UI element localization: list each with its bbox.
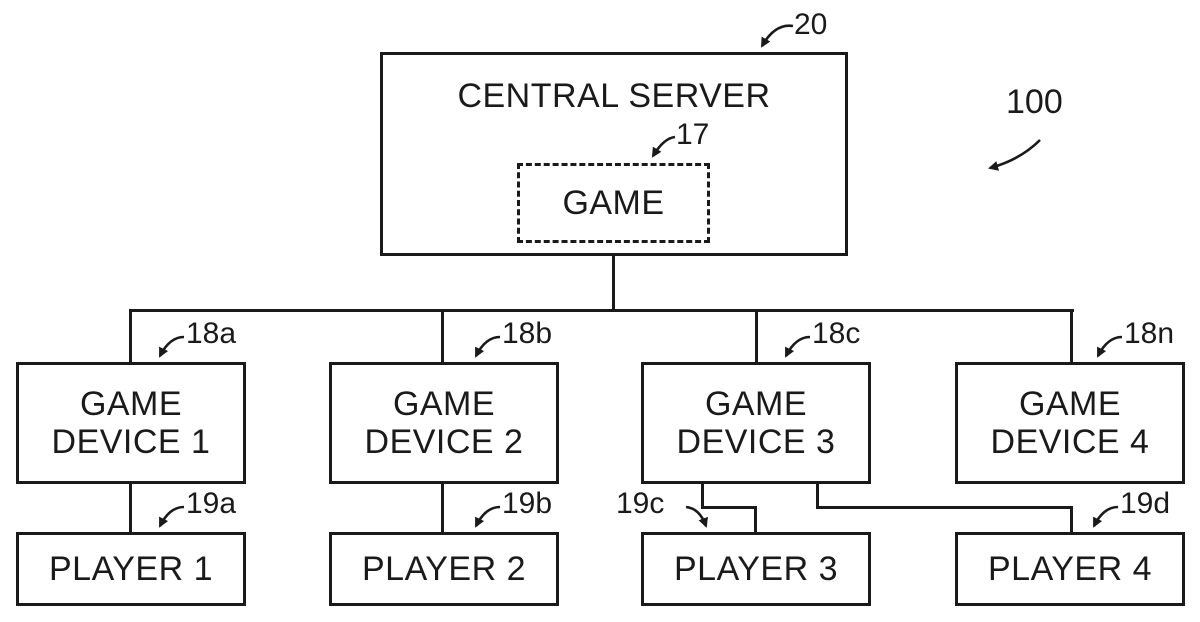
- ref-19b: 19b: [502, 488, 552, 520]
- ref-19d-arrow: [1094, 507, 1118, 526]
- ref-18b-arrow: [476, 337, 500, 356]
- ref-19a-arrow: [160, 507, 184, 526]
- device-3-player-4-line-c: [1070, 506, 1073, 534]
- device-3-player-4-line-a: [816, 482, 819, 509]
- device-3-player-3-line-c: [754, 506, 757, 534]
- player-1-label: PLAYER 1: [49, 550, 213, 588]
- game-device-4-line1: GAME: [1019, 385, 1121, 423]
- player-3-box: PLAYER 3: [641, 532, 871, 606]
- ref-18n: 18n: [1124, 318, 1174, 350]
- game-device-2-box: GAME DEVICE 2: [329, 362, 559, 484]
- game-device-3-line2: DEVICE 3: [677, 423, 836, 461]
- ref-18c-arrow: [786, 337, 810, 356]
- ref-18b: 18b: [502, 318, 552, 350]
- ref-17: 17: [676, 119, 709, 151]
- player-2-box: PLAYER 2: [329, 532, 559, 606]
- game-device-3-box: GAME DEVICE 3: [641, 362, 871, 484]
- game-device-3-line1: GAME: [705, 385, 807, 423]
- ref-18a: 18a: [186, 318, 236, 350]
- ref-20: 20: [794, 9, 827, 41]
- device-bus-line: [129, 309, 1074, 312]
- central-server-label: CENTRAL SERVER: [457, 77, 770, 115]
- device-3-player-3-line-b: [701, 506, 757, 509]
- game-box: GAME: [517, 163, 710, 243]
- ref-20-arrow: [762, 26, 793, 46]
- player-4-box: PLAYER 4: [955, 532, 1185, 606]
- ref-19b-arrow: [476, 507, 500, 526]
- device-1-drop-line: [129, 309, 132, 364]
- device-3-drop-line: [755, 309, 758, 364]
- game-device-2-line2: DEVICE 2: [365, 423, 524, 461]
- game-device-1-line2: DEVICE 1: [52, 423, 211, 461]
- server-trunk-line: [612, 253, 615, 310]
- game-device-1-box: GAME DEVICE 1: [16, 362, 246, 484]
- ref-18n-arrow: [1098, 337, 1122, 356]
- device-1-player-1-line: [129, 482, 132, 534]
- ref-19c: 19c: [616, 488, 664, 520]
- game-label: GAME: [562, 184, 664, 222]
- device-3-player-4-line-b: [816, 506, 1073, 509]
- ref-18c: 18c: [812, 318, 860, 350]
- device-3-player-3-line-a: [701, 482, 704, 509]
- game-device-2-line1: GAME: [393, 385, 495, 423]
- device-2-player-2-line: [441, 482, 444, 534]
- ref-100-arrow: [990, 140, 1040, 168]
- ref-18a-arrow: [160, 337, 184, 356]
- ref-19a: 19a: [186, 488, 236, 520]
- game-device-1-line1: GAME: [80, 385, 182, 423]
- player-1-box: PLAYER 1: [16, 532, 246, 606]
- player-2-label: PLAYER 2: [362, 550, 526, 588]
- ref-19d: 19d: [1120, 488, 1170, 520]
- player-3-label: PLAYER 3: [674, 550, 838, 588]
- ref-19c-arrow: [686, 507, 706, 526]
- device-2-drop-line: [441, 309, 444, 364]
- ref-100: 100: [1006, 86, 1063, 118]
- game-device-4-box: GAME DEVICE 4: [955, 362, 1185, 484]
- player-4-label: PLAYER 4: [988, 550, 1152, 588]
- device-4-drop-line: [1070, 309, 1073, 364]
- game-device-4-line2: DEVICE 4: [991, 423, 1150, 461]
